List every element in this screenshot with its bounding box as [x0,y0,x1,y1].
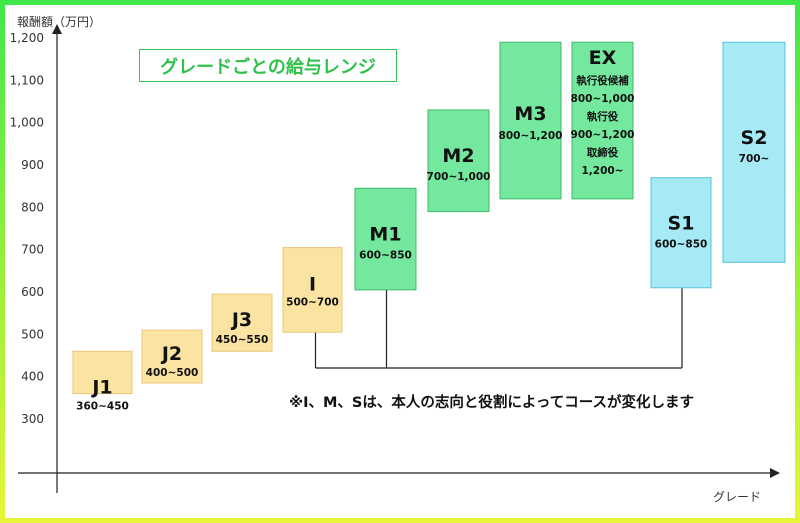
y-tick-label: 300 [21,412,44,426]
grade-name-m3: M3 [514,103,546,125]
grade-detail-ex: 900~1,200 [571,129,635,141]
y-tick-label: 1,000 [10,116,44,130]
grade-bar-j2 [141,329,203,384]
chart-title: グレードごとの給与レンジ [160,56,376,78]
grade-range-j3: 450~550 [216,334,269,346]
y-axis-label: 報酬額（万円） [17,15,102,29]
grade-range-m1: 600~850 [359,249,412,261]
grade-name-j3: J3 [230,309,252,331]
grade-bar-i [282,247,343,333]
grade-detail-ex: 1,200~ [581,165,623,177]
grade-range-s1: 600~850 [655,239,708,251]
y-tick-label: 900 [21,158,44,172]
y-tick-label: 800 [21,200,44,214]
chart-title-box: グレードごとの給与レンジ [139,49,397,82]
y-tick-label: 600 [21,285,44,299]
grade-bar-j3 [211,293,273,352]
grade-bar-m3 [499,41,562,200]
grade-name-ex: EX [589,47,617,69]
grade-name-j2: J2 [160,343,182,365]
y-tick-label: 500 [21,327,44,341]
course-note: ※I、M、Sは、本人の志向と役割によってコースが変化します [289,395,694,411]
grade-bar-s1 [650,177,712,289]
grade-detail-ex: 執行役 [587,110,619,123]
grade-name-j1: J1 [90,376,112,398]
y-tick-label: 400 [21,370,44,384]
grade-bar-j1 [72,350,133,395]
y-axis-arrow [52,24,62,34]
grade-name-m1: M1 [369,223,401,245]
grade-range-i: 500~700 [286,297,339,309]
grade-name-m2: M2 [442,145,474,167]
grade-detail-ex: 取締役 [587,146,619,159]
grade-range-j2: 400~500 [146,367,199,379]
grade-detail-ex: 執行役候補 [576,74,629,87]
grade-bar-s2 [722,41,786,263]
grade-bar-m2 [427,109,490,213]
grade-detail-ex: 800~1,000 [571,93,635,105]
grade-range-j1: 360~450 [76,400,129,412]
grade-range-m3: 800~1,200 [499,130,563,142]
y-tick-label: 700 [21,243,44,257]
x-axis-label: グレード [713,490,762,504]
grade-bar-m1 [354,187,417,291]
grade-name-i: I [309,274,316,296]
grade-range-m2: 700~1,000 [427,171,491,183]
grade-range-s2: 700~ [739,153,770,165]
grade-name-s2: S2 [741,127,768,149]
x-axis-arrow [770,468,780,478]
grade-bar-ex [571,41,634,200]
grade-name-s1: S1 [668,213,695,235]
y-tick-label: 1,100 [10,73,44,87]
y-tick-label: 1,200 [10,31,44,45]
